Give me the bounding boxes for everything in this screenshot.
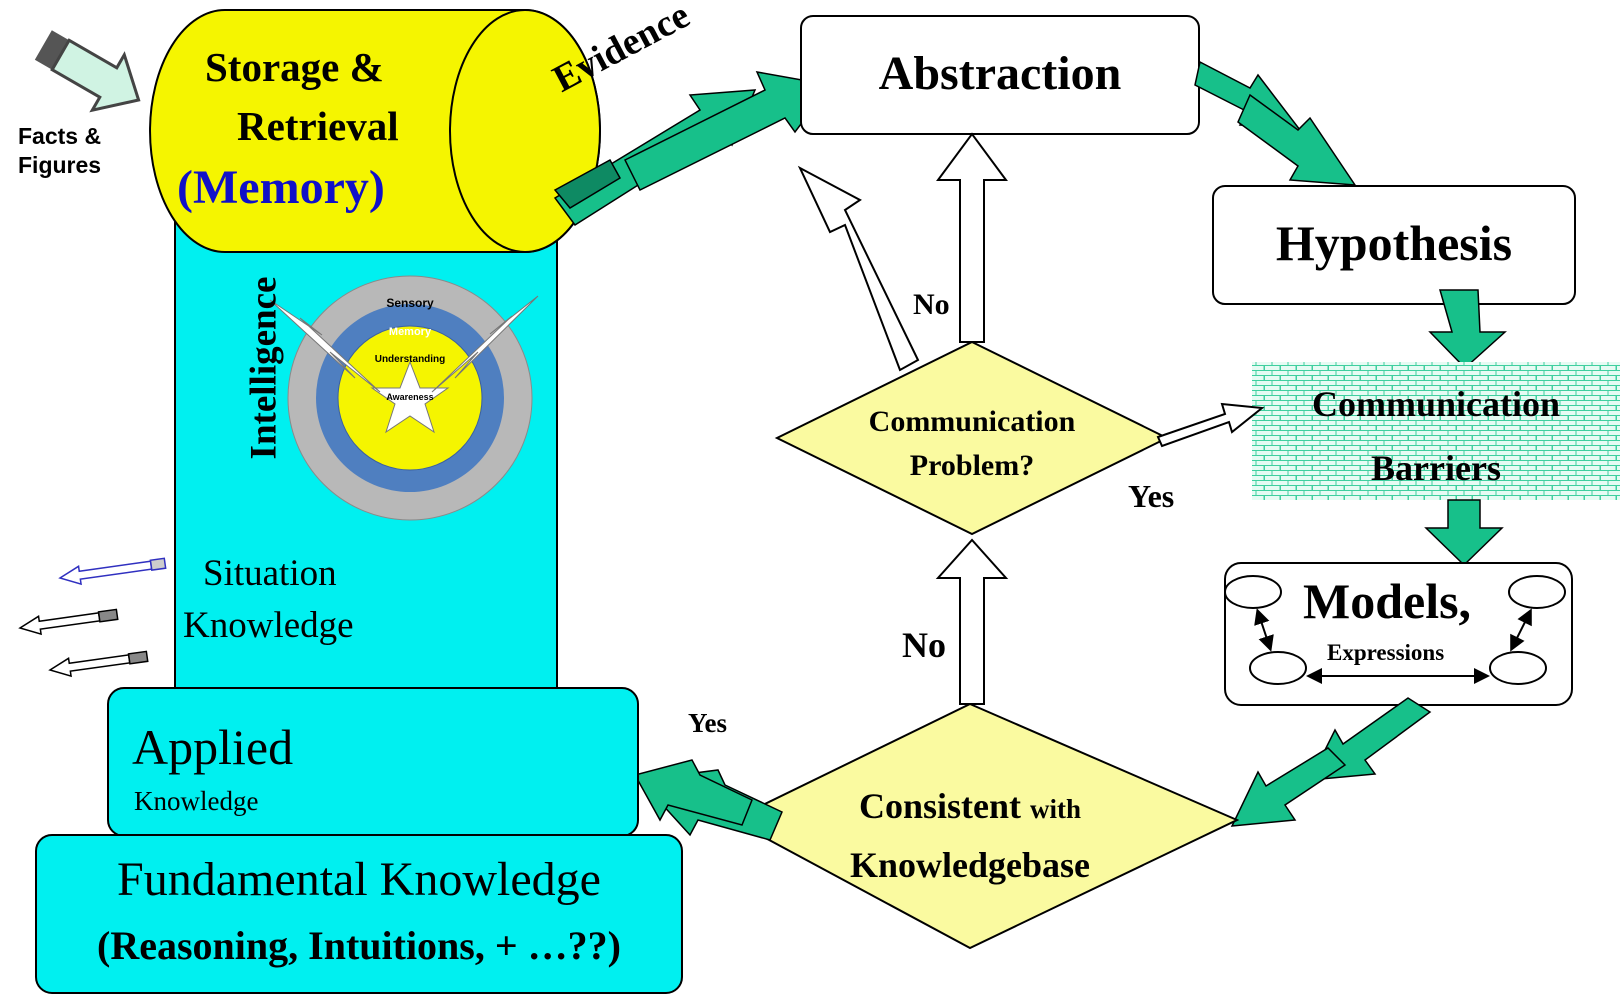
no-top-label: No <box>913 288 950 321</box>
barriers-line1: Communication <box>1311 384 1560 424</box>
no-bottom-label: No <box>902 625 946 665</box>
fundamental-subtitle: (Reasoning, Intuitions, + …??) <box>97 923 621 968</box>
hypothesis-to-barriers-arrow <box>1428 289 1507 370</box>
figures-line: Figures <box>18 152 102 178</box>
lightning-right-icon <box>431 295 539 393</box>
abstraction-to-hypothesis-arrow <box>1194 60 1357 186</box>
storage-label-line2: Retrieval <box>237 103 399 149</box>
fundamental-title: Fundamental Knowledge <box>117 853 601 906</box>
yes-arrow-to-applied <box>633 759 783 841</box>
applied-title: Applied <box>132 719 294 775</box>
situation-label: Situation Knowledge <box>183 548 354 652</box>
situation-line2: Knowledge <box>183 605 354 646</box>
consistent-diamond <box>729 702 1240 950</box>
hypothesis-label: Hypothesis <box>1275 215 1513 271</box>
outgoing-arrows <box>18 557 167 678</box>
awareness-star-icon <box>370 360 450 434</box>
no-arrow-bottom <box>935 538 1009 705</box>
models-cycle-graphic <box>1224 575 1566 685</box>
storage-label-line1: Storage & <box>205 44 384 90</box>
models-title: Models, <box>1303 573 1472 629</box>
communication-barriers-wall <box>1252 362 1620 500</box>
comm-problem-line1: Communication <box>868 405 1076 438</box>
yes-arrow-to-barriers <box>1156 402 1265 448</box>
applied-subtitle: Knowledge <box>134 786 259 816</box>
fundamental-knowledge-box <box>35 834 683 994</box>
facts-input-arrow <box>34 30 141 113</box>
awareness-rings <box>269 275 539 521</box>
comm-problem-label: Communication Problem? <box>812 400 1132 488</box>
lightning-left-icon <box>269 299 381 393</box>
ring-awareness-label: Awareness <box>386 392 434 402</box>
situation-line1: Situation <box>203 553 337 594</box>
intelligence-label: Intelligence <box>243 276 285 460</box>
communication-problem-diamond <box>774 340 1170 536</box>
hypothesis-box <box>1212 185 1576 305</box>
ring-understanding-label: Understanding <box>374 354 446 365</box>
comm-problem-line2: Problem? <box>909 449 1035 482</box>
barriers-label: Communication Barriers <box>1260 372 1612 500</box>
models-to-consistent-arrow <box>1230 697 1432 827</box>
ring-memory-label: Memory <box>388 326 432 338</box>
yes-left-label: Yes <box>688 708 727 738</box>
consistent-word: Consistent <box>858 786 1021 826</box>
no-arrow-top <box>936 132 1008 343</box>
ring-sensory-label: Sensory <box>386 296 434 310</box>
consistent-label: Consistent with Knowledgebase <box>780 778 1160 893</box>
facts-line: Facts & <box>18 123 102 149</box>
facts-figures-label: Facts & Figures <box>18 122 101 180</box>
barriers-line2: Barriers <box>1371 448 1501 488</box>
abstraction-label: Abstraction <box>878 47 1122 100</box>
consistent-with: with <box>1030 794 1082 824</box>
no-diagonal-arrow <box>797 165 920 372</box>
consistent-line2: Knowledgebase <box>849 845 1090 885</box>
barriers-to-models-arrow <box>1424 499 1504 567</box>
yes-right-label: Yes <box>1128 478 1175 514</box>
memory-label: (Memory) <box>177 161 385 214</box>
models-subtitle: Expressions <box>1327 640 1445 665</box>
